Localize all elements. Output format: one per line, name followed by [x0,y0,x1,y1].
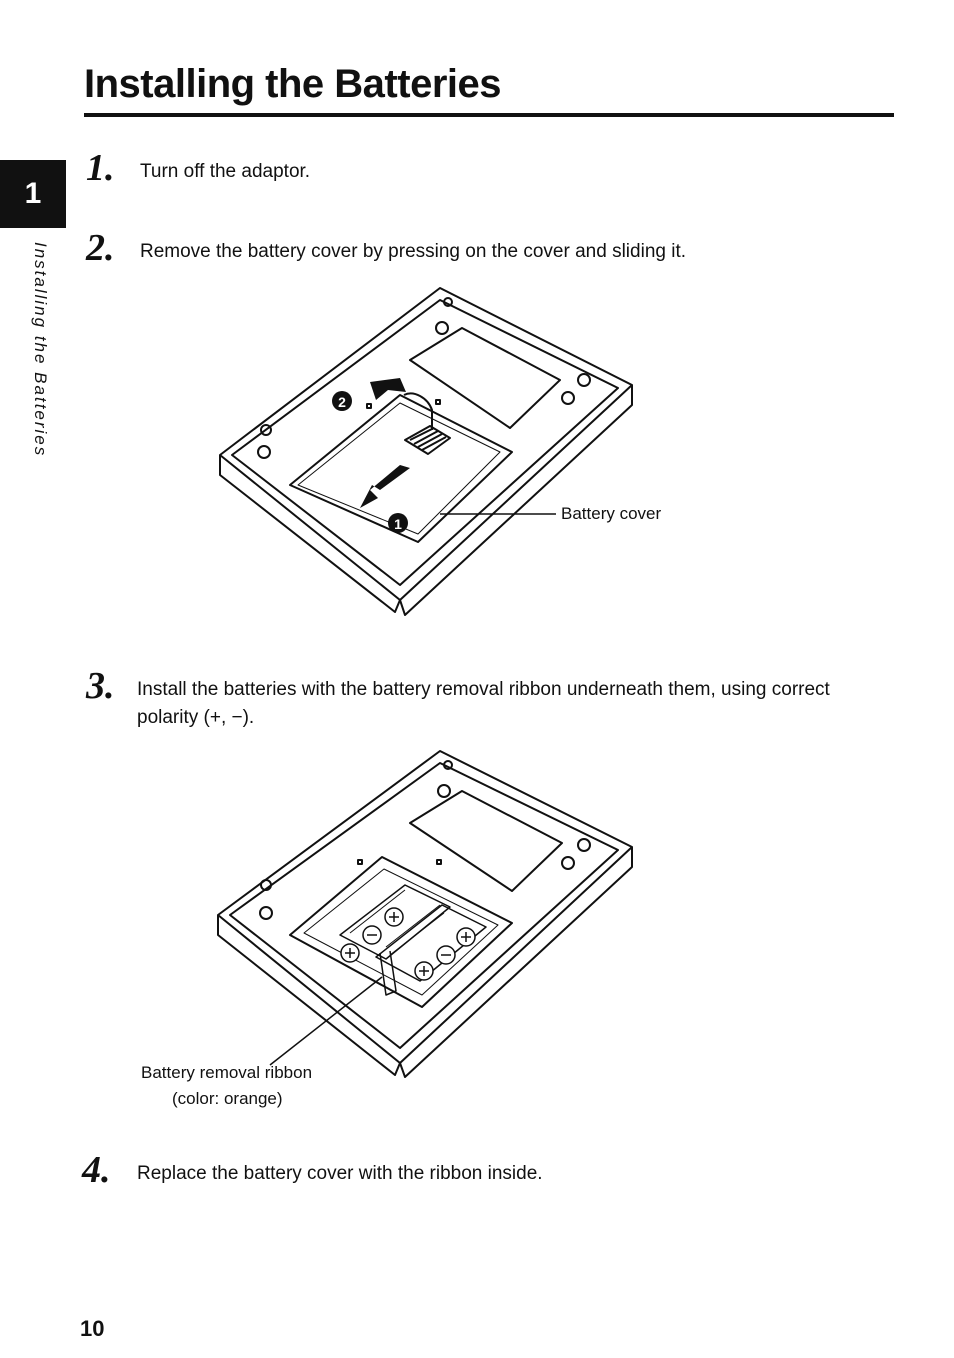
title-rule [84,113,894,117]
step-2-text: Remove the battery cover by pressing on … [140,241,687,262]
page-number: 10 [80,1316,105,1341]
batteries-installed-figure [217,750,633,1078]
page-title: Installing the Batteries [84,62,501,106]
step-1-number: 1. [86,147,115,189]
step-3-text: Install the batteries with the battery r… [137,679,830,728]
battery-cover-label: Battery cover [561,504,662,523]
ribbon-label-line1: Battery removal ribbon [141,1063,313,1082]
svg-text:2: 2 [338,394,346,410]
svg-text:1: 1 [394,516,402,532]
battery-cover-figure: 2 1 [219,287,633,616]
callout-2: 2 [332,391,352,411]
side-chapter-label: Installing the Batteries [31,242,50,458]
step-4-text: Replace the battery cover with the ribbo… [137,1163,543,1184]
step-2-number: 2. [86,227,115,269]
step-3-number: 3. [86,665,115,707]
step-1-text: Turn off the adaptor. [140,161,311,182]
chapter-tab: 1 [0,160,66,228]
callout-1: 1 [388,513,408,533]
ribbon-label-line2: (color: orange) [172,1089,283,1108]
step-4-number: 4. [82,1149,111,1191]
